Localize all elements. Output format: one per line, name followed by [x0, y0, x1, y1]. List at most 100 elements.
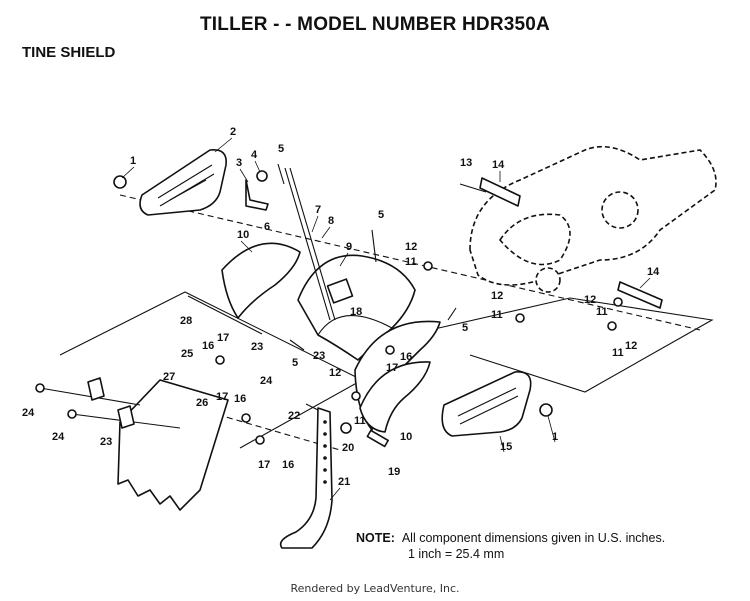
flap-27 — [117, 379, 229, 511]
callout-14-right: 14 — [647, 266, 660, 278]
tine-shield-lower — [359, 361, 431, 433]
callout-13: 13 — [460, 157, 472, 169]
callout-15: 15 — [500, 441, 512, 453]
dimension-note: NOTE: All component dimensions given in … — [356, 530, 665, 562]
bolt-5a — [371, 229, 377, 263]
note-line-1: All component dimensions given in U.S. i… — [401, 531, 666, 545]
callout-12c: 12 — [584, 294, 596, 306]
bolt-24-upper — [39, 387, 141, 406]
callout-27: 27 — [163, 371, 175, 383]
callout-23a: 23 — [251, 341, 263, 353]
callout-5a: 5 — [278, 143, 284, 155]
leader-lines — [121, 137, 651, 501]
washer-11e — [351, 391, 361, 401]
pin-19 — [366, 429, 389, 448]
callout-7: 7 — [315, 204, 321, 216]
callout-18: 18 — [350, 306, 362, 318]
left-frame-outline — [59, 291, 364, 449]
rod-7 — [284, 167, 331, 321]
callout-24b: 24 — [22, 407, 35, 419]
nut-1-left — [113, 175, 127, 189]
callout-11c: 11 — [596, 306, 608, 318]
callout-8: 8 — [328, 215, 334, 227]
callout-25: 25 — [181, 348, 193, 360]
washer-11c — [607, 321, 617, 331]
rod-7b — [289, 167, 336, 321]
callout-19: 19 — [388, 466, 400, 478]
bracket-3 — [245, 179, 269, 211]
bracket-14-right — [617, 281, 663, 309]
callout-24c: 24 — [52, 431, 65, 443]
callout-5b: 5 — [378, 209, 384, 221]
bolt-22 — [305, 403, 319, 411]
footer-credit: Rendered by LeadVenture, Inc. — [290, 582, 460, 595]
tiller-frame-dashed — [469, 145, 717, 293]
note-label: NOTE: — [356, 531, 395, 545]
washer-11b — [515, 313, 525, 323]
callout-16a: 16 — [202, 340, 214, 352]
rod-28 — [187, 295, 263, 335]
callout-11a: 11 — [405, 256, 417, 268]
clip-20 — [340, 422, 352, 434]
bracket-14-top — [479, 177, 521, 207]
callout-10-right: 10 — [400, 431, 412, 443]
callout-6: 6 — [264, 221, 270, 233]
callout-26: 26 — [196, 397, 208, 409]
callout-11e: 11 — [354, 415, 366, 427]
note-line-2: 1 inch = 25.4 mm — [408, 547, 505, 561]
callout-22: 22 — [288, 410, 300, 422]
washer-16c — [255, 435, 265, 445]
callout-1-right: 1 — [552, 431, 558, 443]
clamp-23-upper — [87, 377, 105, 401]
callout-5d: 5 — [462, 322, 468, 334]
callout-12e: 12 — [329, 367, 341, 379]
bolt-13 — [459, 183, 487, 193]
callout-12b: 12 — [491, 290, 503, 302]
washer-16b — [241, 413, 251, 423]
side-plate-right — [441, 371, 532, 437]
callout-24a: 24 — [260, 375, 273, 387]
nut-1-right — [539, 403, 553, 417]
callout-12d: 12 — [625, 340, 637, 352]
diagram-title: TILLER - - MODEL NUMBER HDR350A — [200, 14, 550, 35]
callout-20: 20 — [342, 442, 354, 454]
clip-4 — [256, 170, 268, 182]
callout-9: 9 — [346, 241, 352, 253]
callout-23b: 23 — [313, 350, 325, 362]
right-frame-outline — [429, 297, 714, 393]
side-plate-left — [139, 148, 227, 216]
callout-2: 2 — [230, 126, 236, 138]
bolt-5b — [289, 339, 305, 351]
washer-11d — [613, 297, 623, 307]
washer-11a — [423, 261, 433, 271]
washer-16d — [385, 345, 395, 355]
callout-17b: 17 — [386, 362, 398, 374]
callout-labels: 1 2 3 4 5 6 7 8 9 10 5 12 11 13 14 28 17… — [22, 126, 660, 488]
callout-23c: 23 — [100, 436, 112, 448]
callout-11b: 11 — [491, 309, 503, 321]
tine-shield-left — [221, 242, 301, 319]
callout-5c: 5 — [292, 357, 298, 369]
callout-16b: 16 — [400, 351, 412, 363]
clamp-23-lower — [117, 405, 135, 429]
callout-3: 3 — [236, 157, 242, 169]
section-title: TINE SHIELD — [22, 44, 116, 61]
callout-4: 4 — [251, 149, 258, 161]
bolt-5c — [447, 307, 457, 321]
callout-28: 28 — [180, 315, 192, 327]
callout-14-top: 14 — [492, 159, 505, 171]
callout-17a: 17 — [217, 332, 229, 344]
callout-16c: 16 — [234, 393, 246, 405]
callout-21: 21 — [338, 476, 350, 488]
callout-17d: 17 — [258, 459, 270, 471]
depth-stake — [279, 407, 333, 549]
callout-11d: 11 — [612, 347, 624, 359]
callout-1-left: 1 — [130, 155, 136, 167]
callout-17c: 17 — [216, 391, 228, 403]
washer-16a — [215, 355, 225, 365]
bolt-5d — [277, 163, 285, 185]
callout-16d: 16 — [282, 459, 294, 471]
callout-12a: 12 — [405, 241, 417, 253]
callout-10-left: 10 — [237, 229, 249, 241]
